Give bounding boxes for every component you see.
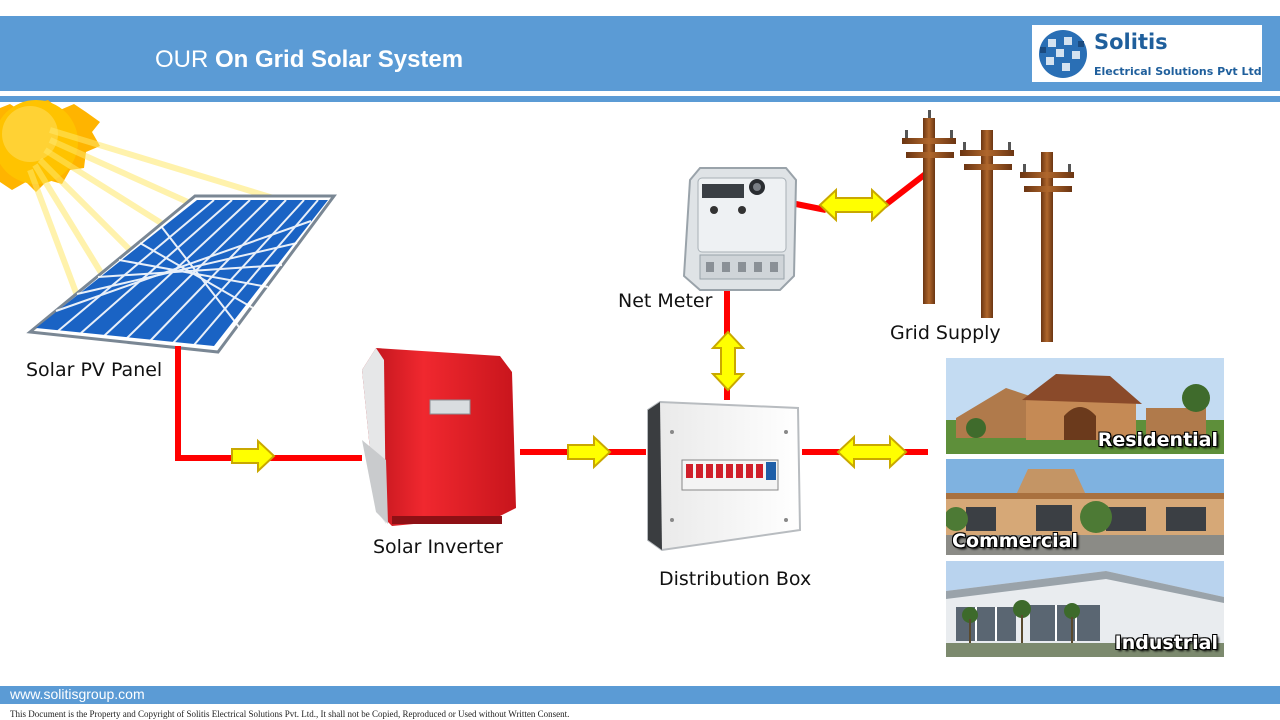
copyright-notice: This Document is the Property and Copyri… — [10, 709, 570, 719]
utility-pole-1 — [902, 110, 956, 304]
industrial-label: Industrial — [1114, 632, 1218, 654]
inverter-label: Solar Inverter — [373, 536, 503, 558]
residential-photo: Residential — [946, 358, 1224, 454]
arrow-right-2 — [567, 434, 612, 470]
commercial-label: Commercial — [952, 530, 1078, 552]
solar-panel-icon — [26, 194, 337, 354]
wire-meter-grid-left — [795, 201, 827, 213]
logo-name: Solitis — [1094, 30, 1168, 54]
industrial-photo: Industrial — [946, 561, 1224, 657]
net-meter-icon — [682, 167, 798, 291]
slide-title-main: On Grid Solar System — [215, 46, 464, 73]
utility-poles-icon — [902, 110, 1074, 342]
commercial-photo: Commercial — [946, 459, 1224, 555]
solar-inverter-icon — [362, 348, 516, 526]
solar-panel-label: Solar PV Panel — [26, 359, 163, 381]
residential-label: Residential — [1097, 429, 1218, 451]
residential-house-icon — [946, 358, 1224, 454]
net-meter-label: Net Meter — [618, 290, 713, 312]
arrow-bidirectional-loads — [836, 434, 908, 470]
grid-supply-label: Grid Supply — [890, 322, 1001, 344]
slide-title-prefix: OUR — [155, 46, 209, 73]
footer-bar — [0, 686, 1280, 704]
utility-pole-2 — [960, 130, 1014, 318]
utility-pole-3 — [1020, 152, 1074, 342]
commercial-building-icon — [946, 459, 1224, 555]
arrow-right-1 — [231, 438, 276, 474]
industrial-building-icon — [946, 561, 1224, 657]
logo-tagline: Electrical Solutions Pvt Ltd — [1094, 65, 1262, 78]
distribution-box-icon — [647, 400, 802, 552]
header-divider — [0, 96, 1280, 102]
wire-meter-grid-right — [882, 169, 930, 209]
logo-globe-icon — [1039, 30, 1087, 78]
footer-url[interactable]: www.solitisgroup.com — [10, 686, 145, 702]
arrow-bidirectional-meter — [710, 330, 746, 392]
distribution-box-label: Distribution Box — [659, 568, 812, 590]
slide-title: OUR On Grid Solar System — [155, 46, 463, 74]
arrow-bidirectional-grid — [818, 187, 890, 223]
wire-panel-inverter — [175, 346, 362, 461]
